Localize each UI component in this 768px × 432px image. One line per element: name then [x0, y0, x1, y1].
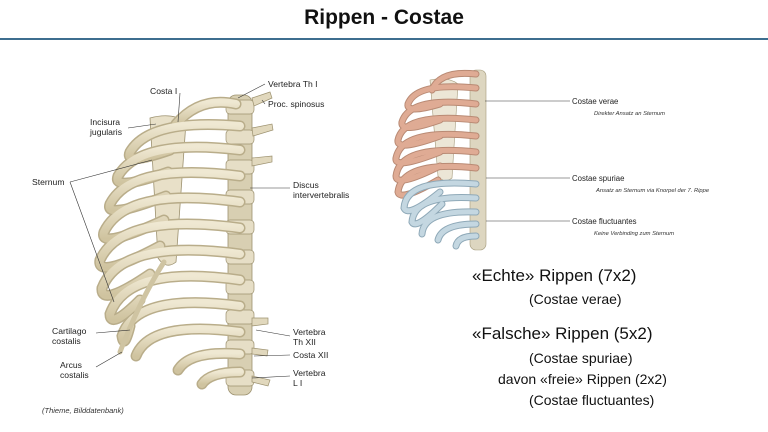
label-vertebra-l-line1: Vertebra	[293, 368, 326, 378]
image-credit: (Thieme, Bilddatenbank)	[42, 406, 124, 415]
label-proc-spinosus: Proc. spinosus	[268, 99, 325, 109]
label-discus-line1: Discus	[293, 180, 319, 190]
label-costae-fluctuantes: Costae fluctuantes	[572, 217, 637, 226]
label-costa-i: Costa I	[150, 86, 178, 96]
label-vertebra-th-xii-line1: Vertebra	[293, 327, 326, 337]
label-arcus-line2: costalis	[60, 370, 89, 380]
desc-costae-spuriae: Ansatz an Sternum via Knorpel der 7. Rip…	[596, 188, 710, 194]
summary-freie-latin: (Costae fluctuantes)	[529, 392, 655, 408]
right-ribcage-drawing	[392, 69, 570, 251]
desc-costae-fluctuantes: Keine Verbinding zum Sternum	[594, 231, 675, 237]
label-incisura-line2: jugularis	[90, 127, 123, 137]
summary-falsche-rippen: «Falsche» Rippen (5x2)	[472, 324, 653, 343]
label-costae-verae: Costae verae	[572, 97, 619, 106]
label-vertebra-th-i: Vertebra Th I	[268, 79, 318, 89]
summary-freie-rippen: davon «freie» Rippen (2x2)	[498, 371, 667, 387]
summary-falsche-latin: (Costae spuriae)	[529, 350, 633, 366]
label-vertebra-l-line2: L I	[293, 378, 303, 388]
desc-costae-verae: Direkter Ansatz an Sternum	[594, 111, 665, 117]
label-cartilago-line2: costalis	[52, 336, 81, 346]
left-ribcage-drawing	[69, 83, 291, 396]
slide-title: Rippen - Costae	[304, 6, 464, 29]
label-sternum: Sternum	[32, 177, 65, 187]
label-costa-xii: Costa XII	[293, 350, 329, 360]
title-divider	[0, 38, 768, 40]
label-incisura-line1: Incisura	[90, 117, 121, 127]
label-discus-line2: intervertebralis	[293, 190, 350, 200]
label-cartilago-line1: Cartilago	[52, 326, 87, 336]
summary-echte-latin: (Costae verae)	[529, 291, 622, 307]
label-costae-spuriae: Costae spuriae	[572, 174, 625, 183]
label-arcus-line1: Arcus	[60, 360, 82, 370]
label-vertebra-th-xii-line2: Th XII	[293, 337, 316, 347]
summary-echte-rippen: «Echte» Rippen (7x2)	[472, 266, 637, 285]
